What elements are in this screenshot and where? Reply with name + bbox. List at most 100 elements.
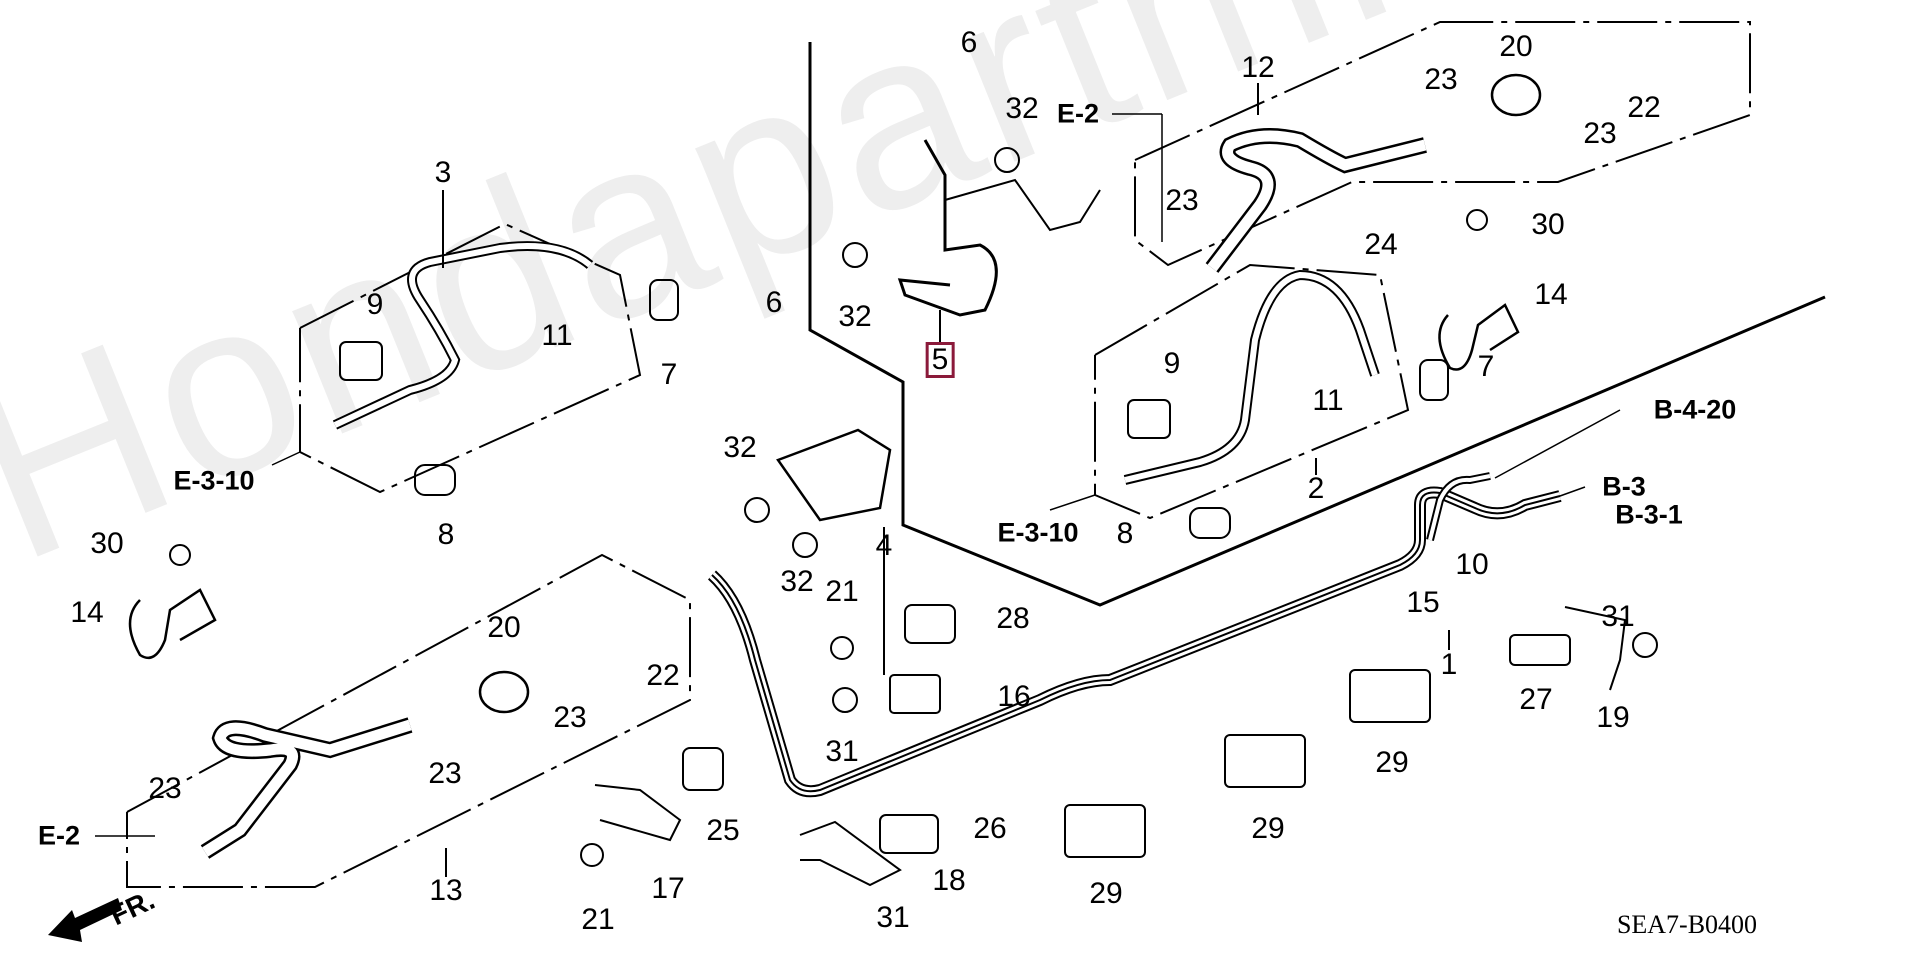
callout-part-31[interactable]: 31 — [1601, 600, 1635, 633]
bracket-part-17 — [594, 784, 682, 842]
ref-link-e-3-10[interactable]: E-3-10 — [997, 517, 1079, 548]
arrow-b3 — [1559, 486, 1586, 497]
callout-part-8[interactable]: 8 — [1116, 517, 1134, 550]
callout-part-16[interactable]: 16 — [997, 680, 1031, 713]
holder-part-29 — [1064, 804, 1146, 858]
callout-part-11[interactable]: 11 — [541, 319, 573, 352]
callout-part-20[interactable]: 20 — [1499, 30, 1533, 63]
callout-part-22[interactable]: 22 — [1627, 91, 1661, 124]
callout-part-32[interactable]: 32 — [1005, 92, 1039, 125]
callout-part-23[interactable]: 23 — [553, 701, 587, 734]
callout-part-19[interactable]: 19 — [1596, 701, 1630, 734]
filter-icon — [478, 670, 530, 714]
clamp-part-27 — [1509, 634, 1571, 666]
callout-part-10[interactable]: 10 — [1455, 548, 1489, 581]
callout-part-32[interactable]: 32 — [780, 565, 814, 598]
grommet-part-28 — [904, 604, 956, 644]
callout-part-5-selected[interactable]: 5 — [925, 342, 955, 378]
callout-part-23[interactable]: 23 — [1424, 63, 1458, 96]
callout-part-3[interactable]: 3 — [434, 156, 452, 189]
bolt-icon — [994, 147, 1020, 173]
callout-part-30[interactable]: 30 — [1531, 208, 1565, 241]
callout-part-22[interactable]: 22 — [646, 659, 680, 692]
callout-part-2[interactable]: 2 — [1307, 472, 1325, 505]
clip-part-8 — [414, 464, 456, 496]
callout-part-32[interactable]: 32 — [838, 300, 872, 333]
callout-part-14[interactable]: 14 — [70, 596, 104, 629]
hook-part-14 — [128, 588, 217, 660]
callout-part-29[interactable]: 29 — [1251, 812, 1285, 845]
callout-part-24[interactable]: 24 — [1364, 228, 1398, 261]
ref-link-e-2[interactable]: E-2 — [37, 820, 81, 851]
ref-link-e-3-10[interactable]: E-3-10 — [173, 465, 255, 496]
callout-part-11[interactable]: 11 — [1312, 384, 1344, 417]
stay-part-19 — [1564, 606, 1627, 691]
callout-part-32[interactable]: 32 — [723, 431, 757, 464]
callout-part-14[interactable]: 14 — [1534, 278, 1568, 311]
bolt-icon — [832, 687, 858, 713]
callout-part-7[interactable]: 7 — [660, 358, 678, 391]
callout-part-9[interactable]: 9 — [1163, 347, 1181, 380]
callout-part-29[interactable]: 29 — [1089, 877, 1123, 910]
callout-part-25[interactable]: 25 — [706, 814, 740, 847]
group-outline-13 — [126, 553, 691, 888]
front-direction-arrow-icon — [48, 898, 122, 942]
callout-part-31[interactable]: 31 — [825, 735, 859, 768]
callout-part-29[interactable]: 29 — [1375, 746, 1409, 779]
callout-part-12[interactable]: 12 — [1241, 51, 1275, 84]
callout-part-23[interactable]: 23 — [1165, 184, 1199, 217]
arrow-b420 — [1494, 409, 1621, 479]
grommet-part-25 — [682, 747, 724, 791]
clip-part-8-right — [1189, 507, 1231, 539]
bracket-part-18 — [799, 820, 902, 887]
callout-part-30[interactable]: 30 — [90, 527, 124, 560]
clip-part-7-right — [1419, 359, 1449, 401]
callout-part-15[interactable]: 15 — [1406, 586, 1440, 619]
callout-part-31[interactable]: 31 — [876, 901, 910, 934]
ref-link-b-3[interactable]: B-3 — [1602, 471, 1646, 502]
grommet-part-26 — [879, 814, 939, 854]
callout-part-23[interactable]: 23 — [1583, 117, 1617, 150]
bracket-part-16 — [889, 674, 941, 714]
callout-part-26[interactable]: 26 — [973, 812, 1007, 845]
callout-part-7[interactable]: 7 — [1477, 350, 1495, 383]
arrow-e310-right — [1049, 494, 1096, 511]
callout-part-21[interactable]: 21 — [825, 575, 859, 608]
clip-part-9-right — [1127, 399, 1171, 439]
nut-icon — [580, 843, 604, 867]
callout-part-13[interactable]: 13 — [429, 874, 463, 907]
callout-part-9[interactable]: 9 — [366, 288, 384, 321]
bracket-part-5 — [897, 139, 998, 317]
arrow-e310-left — [271, 451, 301, 466]
bracket-part-4 — [776, 428, 892, 522]
callout-part-23[interactable]: 23 — [148, 772, 182, 805]
ref-link-b-4-20[interactable]: B-4-20 — [1653, 394, 1737, 425]
hook-part-14-right — [1438, 303, 1520, 371]
bolt-icon — [169, 544, 191, 566]
callout-part-1[interactable]: 1 — [1440, 648, 1458, 681]
callout-part-28[interactable]: 28 — [996, 602, 1030, 635]
callout-part-8[interactable]: 8 — [437, 518, 455, 551]
callout-part-6[interactable]: 6 — [960, 26, 978, 59]
callout-part-20[interactable]: 20 — [487, 611, 521, 644]
ref-link-e-2[interactable]: E-2 — [1056, 98, 1100, 129]
callout-part-21[interactable]: 21 — [581, 903, 615, 936]
filter-icon — [1490, 73, 1542, 117]
clip-part-7 — [649, 279, 679, 321]
diagram-code: SEA7-B0400 — [1616, 910, 1758, 939]
callout-part-23[interactable]: 23 — [428, 757, 462, 790]
callout-part-4[interactable]: 4 — [875, 529, 893, 562]
bolt-icon — [744, 497, 770, 523]
bolt-icon — [1466, 209, 1488, 231]
section-frame-5 — [808, 42, 1826, 607]
callout-part-18[interactable]: 18 — [932, 864, 966, 897]
group-outline-12 — [1134, 21, 1751, 267]
holder-part-29 — [1349, 669, 1431, 723]
callout-part-17[interactable]: 17 — [651, 872, 685, 905]
bolt-icon — [792, 532, 818, 558]
callout-part-6[interactable]: 6 — [765, 286, 783, 319]
callout-part-27[interactable]: 27 — [1519, 683, 1553, 716]
ref-link-b-3-1[interactable]: B-3-1 — [1615, 499, 1683, 530]
